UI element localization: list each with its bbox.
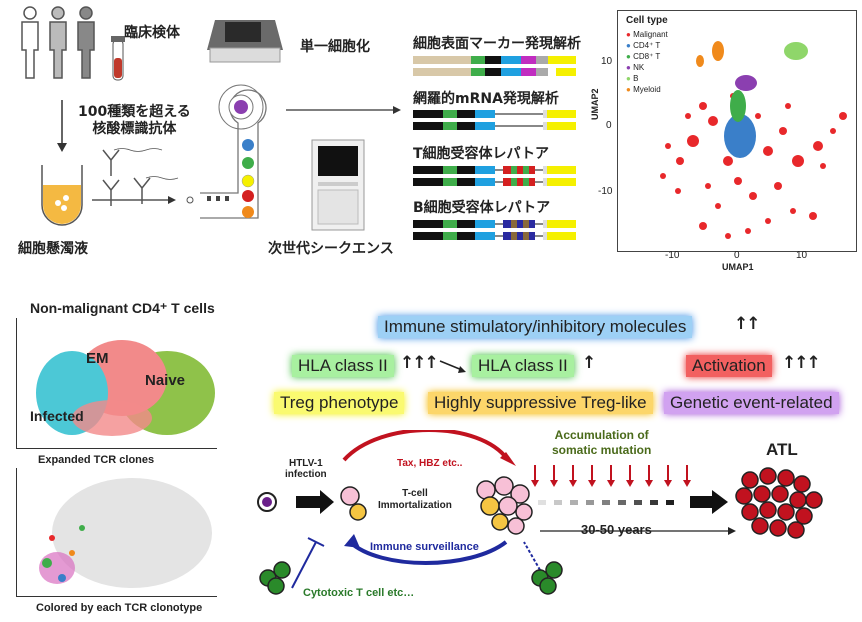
y-tick-0: 0 [606, 120, 612, 131]
decrease-arrow-icon [439, 360, 466, 373]
umap-ylabel: UMAP2 [590, 88, 600, 120]
mutation-accumulation-label: Accumulation of somatic mutation [552, 428, 652, 457]
infection-arrow-icon [296, 490, 334, 514]
cd4-umap-scatter [36, 340, 215, 436]
single-cell-instrument-icon [207, 20, 283, 63]
workflow-graphics [21, 6, 576, 240]
tcr-clonotype-caption: Colored by each TCR clonotype [36, 602, 203, 614]
nk-cluster [735, 75, 757, 91]
cell-suspension-label: 細胞懸濁液 [18, 241, 88, 257]
treg-phenotype-label: Treg phenotype [274, 392, 405, 414]
hla-high-arrows: ↑↑↑ [400, 353, 439, 373]
atl-cells-icon [735, 467, 823, 539]
mutation-arrows [534, 465, 688, 482]
sequence-bars [413, 56, 576, 240]
analysis-label-mrna: 網羅的mRNA発現解析 [413, 91, 559, 107]
umap-legend: ● Malignant ● CD4⁺ T ● CD8⁺ T ● NK ● B ●… [626, 29, 668, 95]
umap-plot: Cell type ● Malignant ● CD4⁺ T ● CD8⁺ T … [614, 10, 857, 252]
cell-suspension-tube-icon [41, 165, 83, 226]
legend-title: Cell type [626, 15, 668, 26]
legend-item-malignant: ● Malignant [626, 30, 668, 39]
sequencer-icon [311, 139, 365, 231]
clinical-sample-label: 臨床検体 [124, 25, 180, 41]
sequencer-label: 次世代シークエンス [268, 241, 394, 257]
cd4-umap-plot [16, 318, 217, 449]
immortalized-cells-icon [476, 476, 533, 535]
hla-high-label: HLA class II [292, 355, 394, 377]
atl-label: ATL [766, 440, 798, 459]
cd4-panel-title: Non-malignant CD4⁺ T cells [30, 300, 215, 316]
y-tick-minus10: -10 [598, 186, 613, 197]
tax-hbz-label: Tax, HBZ etc.. [397, 458, 463, 469]
tcr-clone-plot [16, 468, 217, 597]
expanded-tcr-caption: Expanded TCR clones [38, 454, 155, 466]
x-tick-minus10: -10 [665, 250, 680, 261]
legend-item-b: ● B [626, 74, 639, 83]
tcr-clone-scatter [39, 478, 212, 588]
cd4-t-cluster [724, 114, 756, 158]
years-label: 30-50 years [581, 522, 652, 537]
immortalization-label: T-cell Immortalization [378, 488, 452, 511]
cluster-label-infected: Infected [30, 408, 84, 424]
legend-item-cd4: ● CD4⁺ T [626, 41, 661, 50]
legend-item-cd8: ● CD8⁺ T [626, 52, 661, 61]
immune-surveillance-label: Immune surveillance [370, 541, 479, 553]
cytotoxic-label: Cytotoxic T cell etc… [303, 587, 415, 599]
single-cell-label: 単一細胞化 [300, 39, 370, 55]
analysis-label-bcr: B細胞受容体レパトア [413, 200, 551, 216]
treg-like-label: Highly suppressive Treg-like [428, 392, 653, 414]
y-tick-10: 10 [601, 56, 613, 67]
malignant-cluster [660, 93, 847, 239]
legend-item-myeloid: ● Myeloid [626, 85, 661, 94]
cluster-label-naive: Naive [145, 372, 186, 389]
umap-scatter [614, 41, 847, 239]
cluster-label-em: EM [86, 350, 109, 367]
cytotoxic-cells-icon [259, 561, 563, 595]
cd8-t-cluster [730, 90, 746, 122]
people-icon [21, 6, 95, 79]
myeloid-cluster [696, 41, 724, 67]
antibody-icon [102, 148, 179, 206]
hla-low-label: HLA class II [472, 355, 574, 377]
activation-arrows: ↑↑↑ [782, 353, 821, 373]
surveillance-arc [348, 540, 508, 565]
immune-molecules-arrows: ↑↑ [734, 314, 760, 334]
x-tick-10: 10 [796, 250, 808, 261]
infected-cells-icon [340, 486, 367, 521]
umap-xlabel: UMAP1 [722, 262, 754, 272]
b-cluster [784, 42, 808, 60]
hla-low-arrows: ↑ [582, 353, 596, 373]
x-tick-0: 0 [734, 250, 740, 261]
blood-tube-icon [111, 36, 125, 81]
legend-item-nk: ● NK [626, 63, 645, 72]
progression-timeline [538, 490, 728, 514]
microfluidic-chip-icon [186, 84, 267, 219]
atl-process-diagram [257, 430, 823, 595]
activation-label: Activation [686, 355, 772, 377]
genetic-event-label: Genetic event-related [664, 392, 839, 414]
antibodies-label: 100種類を超える 核酸標識抗体 [78, 104, 191, 137]
progression-arc [342, 430, 510, 462]
htlv-infection-label: HTLV-1 infection [285, 458, 327, 480]
analysis-label-tcr: T細胞受容体レパトア [413, 146, 549, 162]
analysis-label-surface: 細胞表面マーカー発現解析 [413, 36, 581, 52]
immune-molecules-label: Immune stimulatory/inhibitory molecules [378, 316, 693, 338]
